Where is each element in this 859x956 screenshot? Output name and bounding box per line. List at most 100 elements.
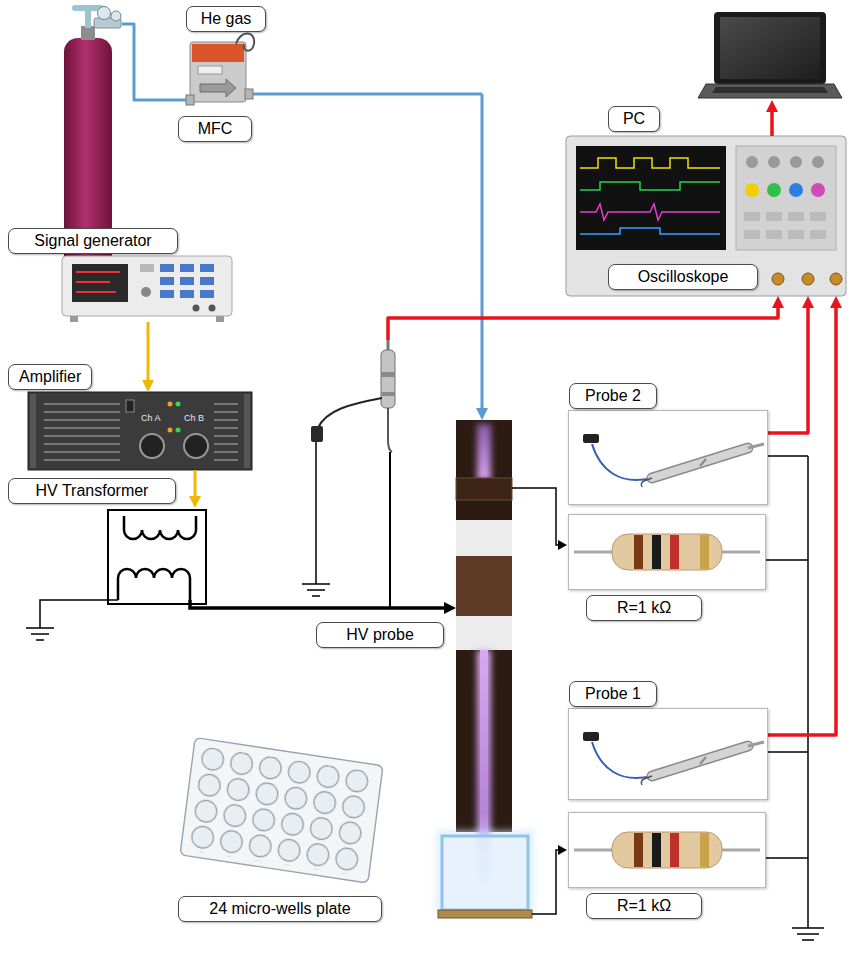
signal-generator: [193, 305, 200, 312]
oscilloscope: [812, 156, 824, 168]
voltage-probe: [583, 732, 764, 785]
arrowhead: [830, 296, 842, 308]
component-label: Probe 2: [569, 383, 657, 409]
channel-label: Ch A: [141, 413, 161, 424]
hv-probe: [381, 372, 395, 377]
arrowhead: [189, 496, 201, 508]
signal-generator: [180, 277, 194, 285]
signal-generator: [62, 256, 232, 322]
voltage-probe: [652, 448, 748, 478]
arrowhead: [802, 296, 814, 308]
hv-wire: [444, 602, 456, 614]
resistor-symbol: [700, 535, 709, 569]
hv-probe: [302, 340, 395, 596]
transformer-symbol: [124, 516, 196, 539]
resistor-symbol: [652, 535, 661, 569]
amplifier: [176, 428, 181, 433]
signal-generator: [76, 291, 116, 293]
plasma-jet: [442, 836, 528, 910]
signal-generator: Signal generator: [62, 256, 232, 322]
signal-generator: [72, 264, 128, 302]
oscilloscope: [811, 183, 825, 197]
plasma-jet: [436, 830, 534, 914]
oscilloscope: [790, 156, 802, 168]
signal-generator: [76, 281, 110, 283]
signal-connector: [388, 296, 784, 340]
gas-cylinder: [81, 26, 95, 40]
channel-label: Ch B: [184, 413, 204, 424]
oscilloscope: [766, 212, 782, 221]
component-label: Oscilloskope: [608, 264, 758, 290]
resistor-panel: R=1 kΩ: [568, 812, 766, 888]
gas-cylinder: [85, 9, 91, 28]
resistor-symbol: [670, 535, 679, 569]
connector-line: [194, 470, 197, 500]
amplifier: [140, 434, 164, 458]
mfc-device: [192, 44, 244, 62]
ground-wire: [26, 627, 54, 629]
signal-generator: [180, 290, 194, 298]
oscilloscope: [580, 182, 720, 190]
arrowhead: [772, 296, 784, 308]
mfc-device: [190, 42, 246, 102]
signal-connector: [142, 322, 154, 392]
oscilloscope: [580, 228, 720, 234]
amplifier: [214, 451, 238, 453]
hv-probe: [388, 408, 392, 452]
oscilloscope: Oscilloskope: [566, 136, 846, 296]
amplifier: [214, 403, 238, 405]
oscilloscope: [580, 158, 720, 168]
probe-wiring: [766, 559, 808, 561]
signal-connector: [766, 100, 778, 136]
connector-line: [768, 304, 836, 735]
laptop-pc: [714, 12, 826, 84]
voltage-probe: [592, 444, 652, 480]
amplifier: [30, 394, 36, 468]
hv-probe: [381, 392, 395, 396]
signal-generator: [200, 264, 214, 272]
hv-probe: [381, 350, 395, 408]
plasma-jet: [456, 556, 512, 616]
oscilloscope: [566, 136, 846, 296]
mfc-device: [253, 93, 482, 96]
hv-probe: [312, 595, 320, 597]
component-label: 24 micro-wells plate: [178, 896, 382, 922]
mfc-device: [236, 34, 254, 51]
probe-wiring: [797, 933, 819, 935]
gas-cylinder: [111, 11, 121, 21]
component-label: PC: [608, 106, 660, 132]
voltage-probe: [700, 459, 706, 466]
mfc-device: [198, 66, 222, 74]
oscilloscope: [745, 183, 759, 197]
amplifier: [214, 435, 238, 437]
probe-panel: Probe 2: [568, 410, 768, 505]
ground-wire: [26, 600, 118, 640]
signal-generator: [76, 271, 120, 273]
transformer-symbol: [108, 510, 206, 604]
mfc-device: [186, 34, 488, 421]
resistor-panel: R=1 kΩ: [568, 514, 766, 590]
signal-generator: [160, 290, 174, 298]
plasma-jet: [436, 420, 534, 918]
signal-generator: [209, 305, 216, 312]
amplifier: [44, 459, 120, 461]
signal-connector: [768, 296, 842, 735]
oscilloscope: [744, 230, 760, 239]
laptop-pc: [698, 84, 842, 98]
probe-wiring: [766, 857, 808, 859]
well-plate: [180, 738, 383, 883]
signal-connector: [189, 470, 201, 508]
hv-probe: [318, 398, 382, 428]
amplifier: [214, 419, 238, 421]
amplifier: [214, 427, 238, 429]
amplifier: [28, 392, 252, 470]
oscilloscope: [802, 273, 814, 285]
signal-generator: [160, 264, 174, 272]
voltage-probe: [652, 448, 748, 478]
amplifier: [168, 402, 173, 407]
hv-probe: [315, 442, 317, 584]
signal-connector: [768, 296, 814, 433]
mfc: MFC: [186, 40, 252, 110]
oscilloscope: [768, 156, 780, 168]
